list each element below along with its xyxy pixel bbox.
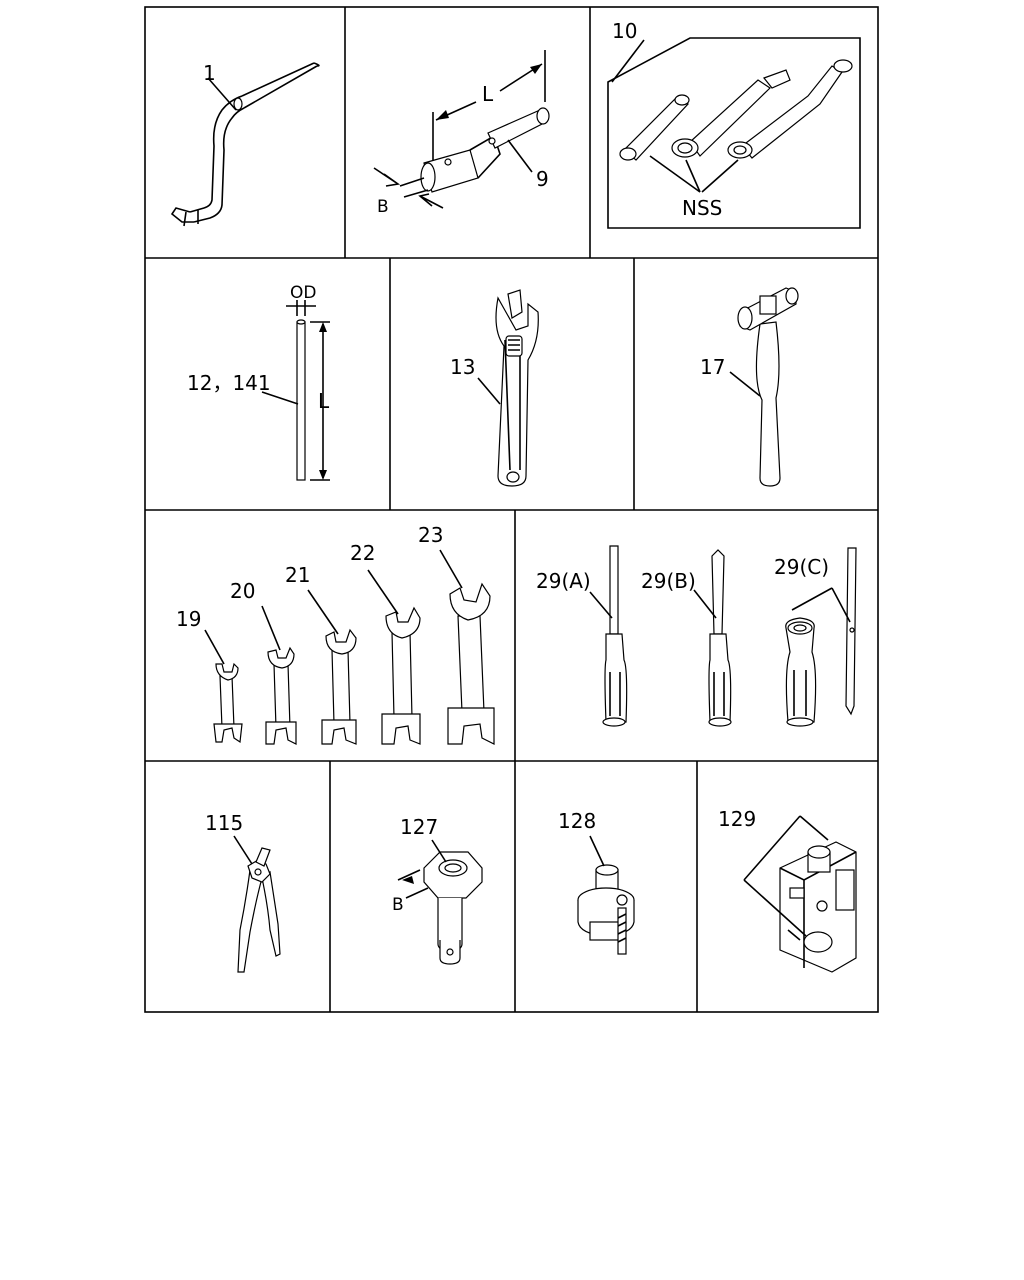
tool-box-wrench: L B 9	[373, 50, 550, 217]
callout-10: 10	[612, 19, 637, 43]
callout-115: 115	[205, 811, 243, 835]
callout-17: 17	[700, 355, 725, 379]
tool-hammer: 17	[700, 287, 799, 487]
callout-29b: 29(B)	[641, 569, 696, 593]
dim-L-12: L	[318, 389, 330, 413]
callout-13: 13	[450, 355, 475, 379]
tool-screwdrivers: 29(A) 29(B) 29(C)	[536, 545, 857, 727]
callout-129: 129	[718, 807, 756, 831]
callout-22: 22	[350, 541, 375, 565]
tool-pliers: 115	[205, 811, 281, 973]
dim-B-127: B	[392, 895, 404, 915]
callout-9: 9	[536, 167, 549, 191]
tool-ring-spanners: 10 NSS	[607, 19, 861, 229]
tool-puller: 128	[558, 809, 635, 955]
callout-1: 1	[203, 61, 216, 85]
tool-adjustable-wrench: 13	[450, 289, 539, 487]
dim-OD: OD	[290, 283, 316, 303]
callout-128: 128	[558, 809, 596, 833]
callout-23: 23	[418, 523, 443, 547]
callout-20: 20	[230, 579, 255, 603]
tool-open-end-spanners: 19 20 21 22 23	[176, 523, 495, 745]
callout-12-141: 12，141	[187, 371, 271, 395]
callout-21: 21	[285, 563, 310, 587]
label-nss: NSS	[682, 196, 722, 220]
tool-clamp-fixture: 129	[718, 807, 857, 973]
callout-127: 127	[400, 815, 438, 839]
tool-crank-handle: 1	[170, 61, 320, 227]
dim-B-9: B	[377, 197, 389, 217]
tool-rod: OD L 12，141	[187, 283, 330, 481]
callout-19: 19	[176, 607, 201, 631]
callout-29c: 29(C)	[774, 555, 829, 579]
callout-29a: 29(A)	[536, 569, 591, 593]
tool-hex-socket: B 127	[392, 815, 483, 965]
grid-frame	[144, 6, 879, 1013]
dim-L-9: L	[482, 82, 494, 106]
